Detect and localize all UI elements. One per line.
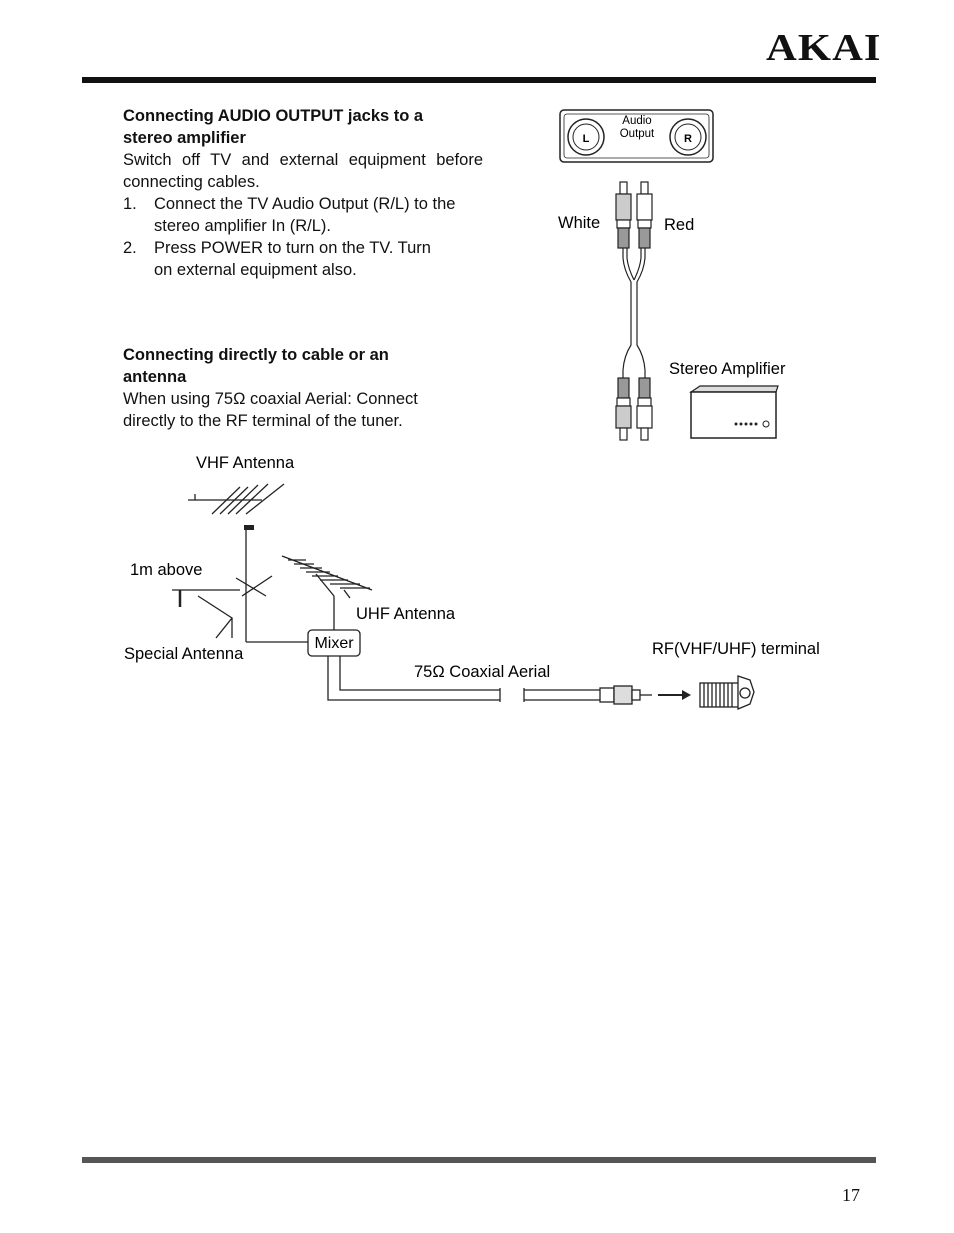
special-antenna-icon <box>172 575 273 639</box>
panel-label-line1: Audio <box>622 115 651 127</box>
coax-aerial-label: 75Ω Coaxial Aerial <box>414 663 550 681</box>
audio-section-title-line2: stereo amplifier <box>123 129 246 147</box>
vhf-antenna-label: VHF Antenna <box>196 454 295 472</box>
rca-cable-icon <box>615 181 653 441</box>
audio-output-section: Connecting AUDIO OUTPUT jacks to a stere… <box>123 105 483 281</box>
step-number: 2. <box>123 239 137 257</box>
audio-output-panel: L R Audio Output <box>559 109 714 163</box>
arrow-right-icon <box>658 690 691 700</box>
vhf-antenna-icon <box>188 483 285 642</box>
header-rule <box>82 77 876 83</box>
jack-right-label: R <box>684 133 692 145</box>
uhf-antenna-icon <box>281 555 373 632</box>
amplifier-label: Stereo Amplifier <box>669 360 786 378</box>
audio-step: 1. Connect the TV Audio Output (R/L) to … <box>123 193 483 237</box>
panel-label-line2: Output <box>620 128 655 140</box>
audio-section-title-line1: Connecting AUDIO OUTPUT jacks to a <box>123 107 424 125</box>
coax-plug-icon <box>599 685 652 705</box>
footer-rule <box>82 1157 876 1163</box>
jack-left-label: L <box>583 133 590 145</box>
antenna-section: Connecting directly to cable or an anten… <box>123 344 453 432</box>
antenna-section-title-line1: Connecting directly to cable or an <box>123 346 389 364</box>
antenna-section-title-line2: antenna <box>123 368 187 386</box>
rf-terminal-label: RF(VHF/UHF) terminal <box>652 640 820 658</box>
uhf-antenna-label: UHF Antenna <box>356 605 456 623</box>
rf-terminal-icon <box>699 675 755 710</box>
antenna-section-body: When using 75Ω coaxial Aerial: Connect d… <box>123 390 418 430</box>
mixer-box <box>307 629 361 657</box>
antenna-connection-diagram <box>172 483 755 710</box>
page-number: 17 <box>842 1185 860 1205</box>
stereo-amplifier-icon <box>689 385 779 439</box>
special-antenna-label: Special Antenna <box>124 645 244 663</box>
above-label: 1m above <box>130 561 202 579</box>
brand-logo: AKAI <box>766 27 882 69</box>
audio-steps-list: 1. Connect the TV Audio Output (R/L) to … <box>123 193 483 281</box>
step-text: Connect the TV Audio Output (R/L) to the… <box>154 195 456 235</box>
audio-step: 2. Press POWER to turn on the TV. Turn o… <box>123 237 483 281</box>
step-number: 1. <box>123 195 137 213</box>
mixer-label: Mixer <box>314 635 354 652</box>
red-plug-label: Red <box>664 216 694 234</box>
white-plug-label: White <box>558 214 600 232</box>
audio-section-intro: Switch off TV and external equipment bef… <box>123 151 483 191</box>
step-text: Press POWER to turn on the TV. Turn on e… <box>154 239 431 279</box>
